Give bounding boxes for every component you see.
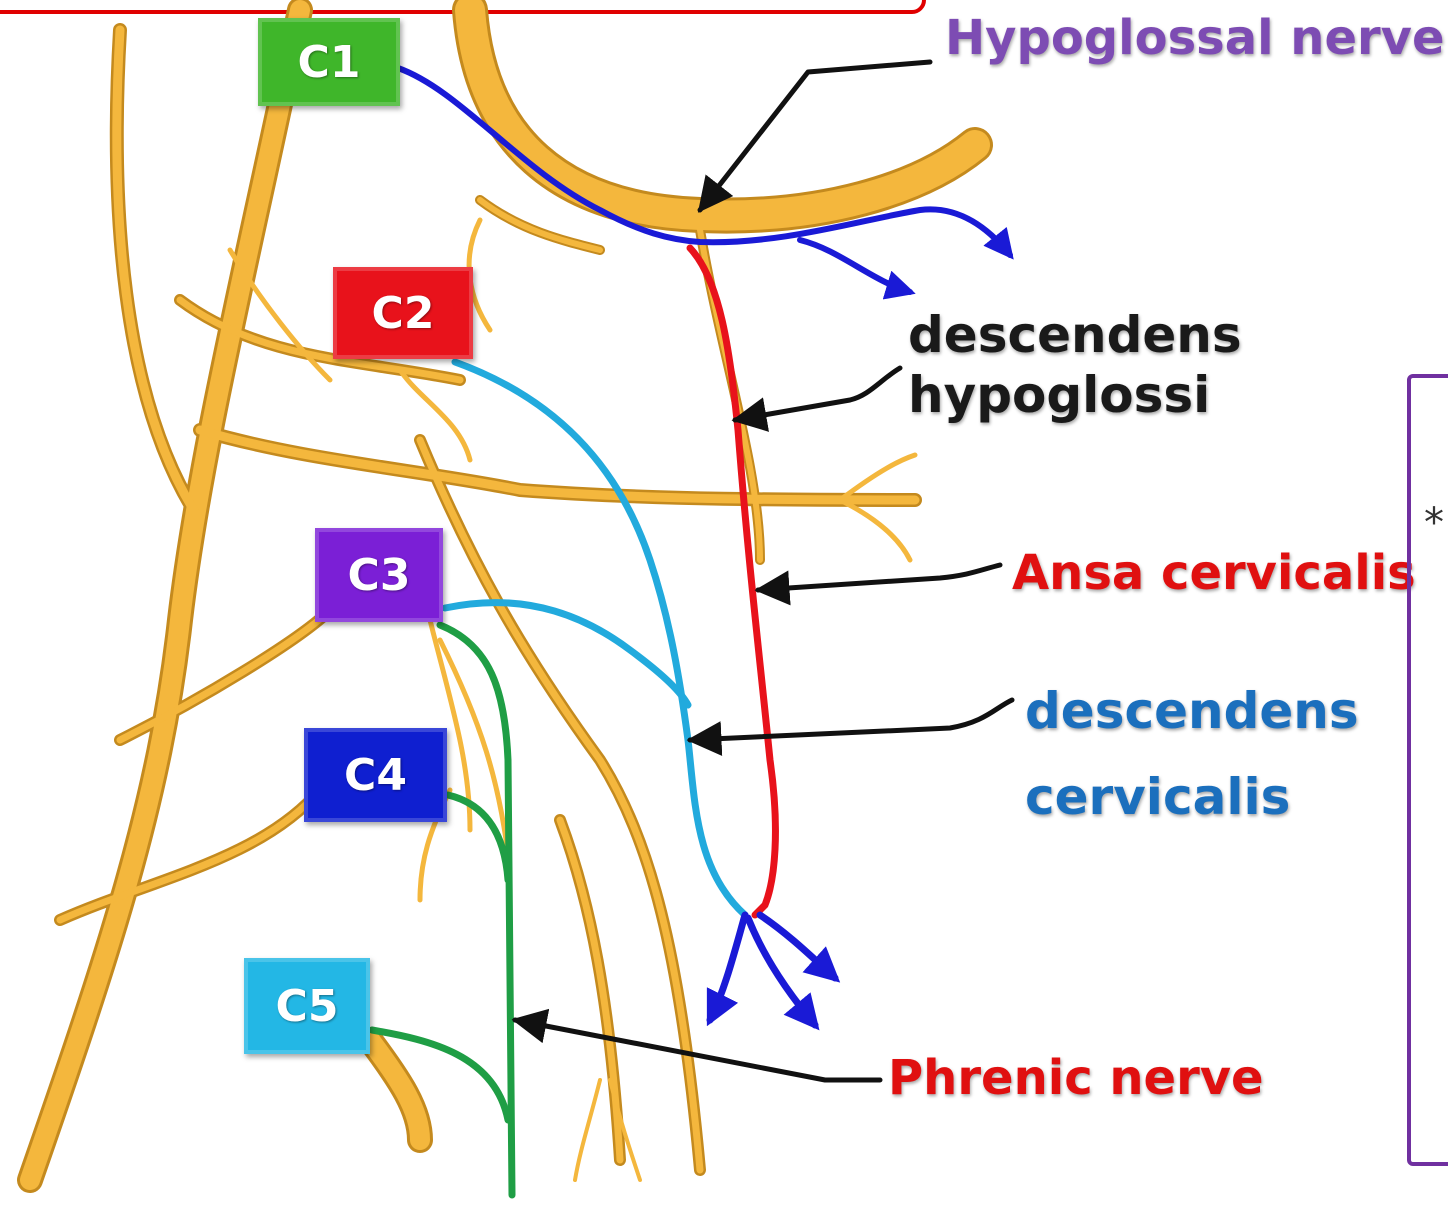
descendens-hypoglossi-label: descendens hypoglossi [908, 305, 1242, 425]
descendens-cervicalis-path [445, 362, 745, 915]
descendens-hypoglossi-pointer-arrow [735, 368, 900, 420]
ansa-loop-branches [710, 915, 835, 1025]
c5-label: C5 [276, 981, 339, 1032]
plexus-background-nerves [30, 10, 975, 1180]
descendens-cervicalis-pointer-arrow [690, 700, 1012, 740]
ansa-cervicalis-path [690, 248, 775, 915]
c4-box: C4 [304, 728, 447, 822]
descendens-cervicalis-line2: cervicalis [1025, 754, 1359, 840]
bullet-star-icon: * [1424, 500, 1444, 546]
c3-label: C3 [348, 550, 411, 601]
descendens-hypoglossi-line2: hypoglossi [908, 365, 1242, 425]
ansa-cervicalis-label: Ansa cervicalis [1012, 545, 1416, 601]
ansa-cervicalis-pointer-arrow [758, 565, 1000, 590]
c3-box: C3 [315, 528, 443, 622]
c4-label: C4 [344, 750, 407, 801]
hypoglossal-nerve-label: Hypoglossal nerve [945, 10, 1445, 66]
descendens-hypoglossi-line1: descendens [908, 305, 1242, 365]
c2-label: C2 [372, 288, 435, 339]
descendens-cervicalis-label: descendens cervicalis [1025, 668, 1359, 840]
c1-box: C1 [258, 18, 400, 106]
c2-box: C2 [333, 267, 473, 359]
descendens-cervicalis-line1: descendens [1025, 668, 1359, 754]
phrenic-pointer-arrow [515, 1020, 880, 1080]
side-notes-panel [1407, 374, 1448, 1166]
phrenic-path [372, 625, 512, 1195]
phrenic-nerve-label: Phrenic nerve [888, 1050, 1264, 1106]
c5-box: C5 [244, 958, 370, 1054]
c1-label: C1 [298, 37, 361, 88]
